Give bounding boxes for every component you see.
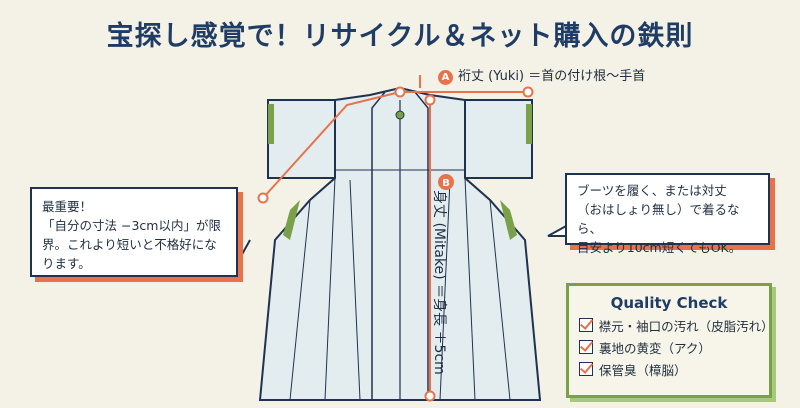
quality-check-title: Quality Check [610, 294, 728, 312]
checkbox-checked-icon [579, 318, 593, 332]
yuki-label-text: 裄丈 (Yuki) ＝首の付け根〜手首 [458, 69, 646, 84]
right-panel-line [489, 199, 511, 401]
callout-right-line2: （おはしょり無し）で着るなら、 [577, 202, 740, 236]
left-side-lining [283, 200, 300, 240]
checkbox-checked-icon [579, 362, 593, 376]
collar-right [414, 91, 429, 400]
callout-boots: ブーツを履く、または対丈 （おはしょり無し）で着るなら、 目安より10cm短くて… [565, 173, 770, 255]
quality-check-box: Quality Check 襟元・袖口の汚れ（皮脂汚れ） 裏地の黄変（アク） 保… [566, 283, 774, 398]
mitake-label-text: 身丈 (Mitake) ＝身長 ＋5cm [431, 190, 447, 375]
quality-check-item-text: 襟元・袖口の汚れ（皮脂汚れ） [598, 318, 774, 334]
callout-right-line1: ブーツを履く、または対丈 [577, 183, 727, 198]
kimono-illustration [258, 86, 542, 401]
b-marker-circle [438, 174, 454, 190]
b-marker-letter: B [442, 178, 450, 189]
right-callout-pointer [547, 224, 570, 237]
mitake-top [424, 94, 436, 106]
callout-right-line3: 目安より10cm短くてもOK。 [577, 240, 742, 255]
callout-left-line3: 界。これより短いと不格好にな [42, 237, 217, 252]
right-sleeve [464, 99, 533, 179]
mitake-bottom [424, 390, 436, 402]
yuki-measurement [262, 91, 528, 199]
callout-left-line2: 「自分の寸法 −3cm以内」が限 [42, 218, 221, 233]
right-side-lining [500, 200, 517, 240]
yuki-label: A 裄丈 (Yuki) ＝首の付け根〜手首 [438, 65, 645, 85]
quality-check-item-text: 裏地の黄変（アク） [599, 340, 711, 356]
quality-check-item: 裏地の黄変（アク） [579, 338, 769, 356]
left-panel-line [289, 199, 311, 401]
callout-left-line4: ります。 [42, 256, 91, 271]
yuki-end-right [522, 86, 534, 98]
checkbox-checked-icon [579, 340, 593, 354]
quality-check-item: 保管臭（樟脳） [579, 360, 769, 378]
back-neck-dot [395, 110, 405, 120]
quality-check-item-text: 保管臭（樟脳） [599, 362, 687, 378]
callout-minimum-size: 最重要！ 「自分の寸法 −3cm以内」が限 界。これより短いと不格好にな ります… [30, 187, 238, 277]
a-marker: A [438, 70, 453, 85]
callout-left-line1: 最重要！ [42, 199, 93, 214]
left-sleeve-lining [268, 104, 274, 144]
right-sleeve-lining [526, 104, 532, 144]
quality-check-item: 襟元・袖口の汚れ（皮脂汚れ） [579, 316, 774, 334]
yuki-end-left [257, 192, 269, 204]
yuki-neck-point [394, 86, 406, 98]
left-sleeve [267, 99, 336, 179]
page-title: 宝探し感覚で！リサイクル＆ネット購入の鉄則 [106, 21, 694, 52]
